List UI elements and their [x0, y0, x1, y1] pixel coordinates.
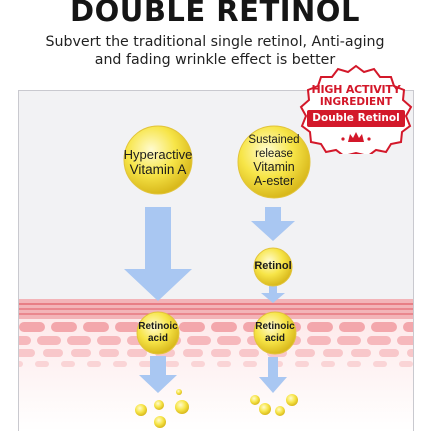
sustained-text: Sustained	[248, 134, 300, 146]
retinoic-text: Retinoic	[255, 321, 295, 332]
skin-cell	[407, 349, 413, 357]
skin-cell	[19, 336, 31, 345]
skin-cell	[67, 336, 91, 345]
skin-cell	[295, 349, 315, 357]
skin-cell	[83, 322, 109, 332]
skin-cell	[337, 336, 361, 345]
skin-cell	[35, 361, 49, 367]
skin-cell	[183, 349, 203, 357]
skin-cell	[217, 336, 241, 345]
retinol-capsule	[253, 247, 293, 287]
badge-line-2: INGREDIENT	[319, 96, 393, 108]
a-ester-text: A-ester	[253, 173, 295, 188]
skin-cell	[307, 336, 331, 345]
retinol-diagram	[19, 125, 413, 431]
skin-cell	[99, 349, 119, 357]
hyperactive-text: Hyperactive	[123, 147, 193, 162]
skin-cell	[397, 336, 413, 345]
skin-cell	[351, 349, 371, 357]
skin-cell	[127, 349, 147, 357]
skin-cell	[191, 361, 205, 367]
left-droplets	[135, 389, 189, 428]
vitamin-a-text: Vitamin A	[129, 162, 187, 177]
right-arrow-bottom	[259, 357, 287, 393]
skin-cell	[179, 322, 205, 332]
skin-cell	[295, 361, 309, 367]
crown-icon	[341, 132, 371, 142]
vitamin-text: Vitamin	[253, 160, 295, 174]
skin-cell	[43, 349, 63, 357]
skin-cell	[139, 361, 153, 367]
skin-cell	[113, 361, 127, 367]
skin-cell	[239, 349, 259, 357]
badge-ribbon-text: Double Retinol	[312, 112, 400, 124]
skin-cell	[373, 361, 387, 367]
skin-cell	[165, 361, 179, 367]
skin-cell	[399, 361, 413, 367]
right-droplets	[250, 394, 298, 416]
left-arrow-large	[124, 207, 192, 301]
skin-cell	[97, 336, 121, 345]
skin-cell	[37, 336, 61, 345]
badge-shape	[299, 64, 413, 154]
right-retinoic-acid-capsule	[253, 311, 297, 355]
skin-cell	[217, 361, 231, 367]
skin-cell	[307, 322, 333, 332]
vitamin-a-ester-label: Sustained release Vitamin A-ester	[232, 134, 316, 188]
page-title: DOUBLE RETINOL	[70, 0, 360, 28]
skin-cell	[19, 349, 35, 357]
right-arrow-mid	[261, 286, 285, 303]
acid-text: acid	[147, 333, 168, 344]
skin-cell	[19, 322, 45, 332]
vitamin-a-ester-capsule	[237, 125, 311, 199]
skin-cell	[211, 349, 231, 357]
skin-cell	[367, 336, 391, 345]
retinol-label: Retinol	[254, 260, 292, 272]
skin-cell	[19, 361, 23, 367]
release-text: release	[255, 147, 293, 160]
left-retinoic-acid-capsule	[136, 311, 180, 355]
skin-cell	[403, 322, 413, 332]
skin-cell	[323, 349, 343, 357]
badge-line-1: HIGH ACTIVITY	[311, 83, 401, 96]
skin-cell	[211, 322, 237, 332]
right-arrow-top	[251, 207, 295, 241]
skin-cell	[321, 361, 335, 367]
skin-cell	[379, 349, 399, 357]
diagram-panel: Hyperactive Vitamin A Sustained release …	[18, 90, 414, 431]
left-arrow-small	[139, 356, 177, 393]
skin-cell	[339, 322, 365, 332]
subtitle-line-1: Subvert the traditional single retinol, …	[45, 34, 385, 50]
hyperactive-vitamin-a-label: Hyperactive Vitamin A	[118, 147, 198, 177]
hyperactive-vitamin-a-capsule	[123, 125, 193, 195]
left-retinoic-acid-label: Retinoic acid	[128, 321, 188, 345]
skin-cell	[87, 361, 101, 367]
skin-cell	[51, 322, 77, 332]
skin-cell	[371, 322, 397, 332]
acid-text: acid	[264, 333, 285, 344]
skin-cell	[61, 361, 75, 367]
skin-cell	[115, 322, 141, 332]
retinoic-text: Retinoic	[138, 321, 178, 332]
right-retinoic-acid-label: Retinoic acid	[245, 321, 305, 345]
skin-cell	[71, 349, 91, 357]
high-activity-badge: HIGH ACTIVITY INGREDIENT Double Retinol	[294, 64, 418, 154]
skin-cell	[347, 361, 361, 367]
skin-cell	[187, 336, 211, 345]
subtitle-line-2: and fading wrinkle effect is better	[94, 52, 336, 68]
skin-cell	[243, 361, 257, 367]
skin-layer	[19, 299, 413, 431]
